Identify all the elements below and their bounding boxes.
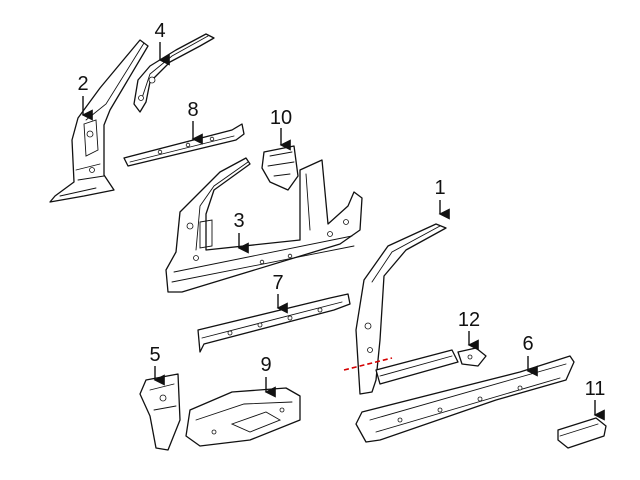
part-7-rocker-reinforcement[interactable] xyxy=(197,293,351,353)
part-10-hinge-pillar-bracket[interactable] xyxy=(261,145,299,191)
callout-12[interactable]: 12 xyxy=(458,309,480,331)
callout-9[interactable]: 9 xyxy=(260,354,271,376)
callout-6[interactable]: 6 xyxy=(522,333,533,355)
callout-labels: 1 2 3 4 5 6 7 8 9 10 11 12 xyxy=(77,20,605,400)
callout-1[interactable]: 1 xyxy=(434,177,445,199)
callout-11[interactable]: 11 xyxy=(585,378,606,400)
part-9-floor-extension[interactable] xyxy=(185,387,301,447)
callout-5[interactable]: 5 xyxy=(149,344,160,366)
callout-4[interactable]: 4 xyxy=(154,20,165,42)
callout-8[interactable]: 8 xyxy=(187,99,198,121)
part-5-b-pillar-bracket[interactable] xyxy=(139,373,181,451)
part-3-side-frame-assembly[interactable] xyxy=(165,157,363,293)
callout-arrows xyxy=(81,42,605,421)
cut-line xyxy=(343,357,393,371)
part-8-roof-rail-inner[interactable] xyxy=(123,123,245,167)
part-1-a-pillar-inner-right[interactable] xyxy=(355,223,459,395)
callout-2[interactable]: 2 xyxy=(77,73,88,95)
part-12-gusset[interactable] xyxy=(457,347,487,367)
part-2-a-pillar-reinforcement[interactable] xyxy=(49,39,149,203)
part-11-small-bracket[interactable] xyxy=(557,417,607,449)
callout-7[interactable]: 7 xyxy=(272,272,283,294)
callout-10[interactable]: 10 xyxy=(270,107,292,129)
callout-3[interactable]: 3 xyxy=(233,210,244,232)
